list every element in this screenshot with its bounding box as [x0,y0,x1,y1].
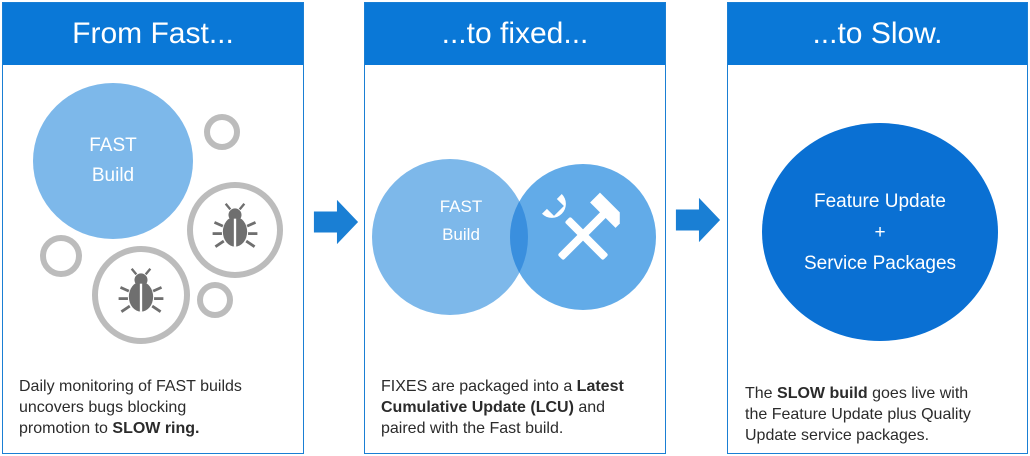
caption-line: uncovers bugs blocking [19,399,187,416]
arrow-right-icon [675,197,721,243]
caption-line: Update service packages. [745,427,930,444]
small-ring [40,235,82,277]
caption-text: The [745,385,778,402]
caption-line: Daily monitoring of FAST builds [19,378,242,395]
caption-to-slow: The SLOW build goes live with the Featur… [745,383,1025,446]
caption-text: FIXES are packaged into a [381,378,577,395]
fast-build-fix-venn [372,159,656,315]
bug-ring [92,246,190,344]
fast-build-label: FAST Build [411,193,511,249]
small-ring [197,282,233,318]
caption-from-fast: Daily monitoring of FAST builds uncovers… [19,376,299,439]
caption-bold-text: SLOW build [777,385,868,402]
caption-line: FIXES are packaged into a Latest [381,376,663,397]
caption-line: the Feature Update plus Quality [745,406,971,423]
fast-build-circle [372,159,528,315]
bug-icon [118,267,164,313]
slow-build-label-line3: Service Packages [803,252,957,274]
slow-build-label-line2: + [874,221,886,243]
slow-build-circle: Feature Update + Service Packages [762,123,998,341]
panel-header-to-fixed: ...to fixed... [365,3,665,65]
panel-header-from-fast: From Fast... [3,3,303,65]
caption-to-fixed: FIXES are packaged into a Latest Cumulat… [381,376,663,439]
bug-icon [212,202,258,248]
small-ring [204,114,240,150]
hammer-wrench-icon [541,192,620,260]
fast-build-label-line1: FAST [439,197,483,216]
caption-bold-text: SLOW ring. [112,420,200,437]
panel-to-slow: ...to Slow. Feature Update + Service Pac… [727,2,1028,454]
caption-line: Cumulative Update (LCU) and [381,397,663,418]
caption-line: promotion to SLOW ring. [19,418,299,439]
bug-ring [187,182,283,278]
panel-from-fast: From Fast... FAST Build [2,2,304,454]
fast-build-label-line1: FAST [89,135,137,156]
fast-build-label-line2: Build [442,225,480,244]
arrow-right-icon [313,199,359,245]
caption-line: The SLOW build goes live with [745,383,1025,404]
caption-text: goes live with [867,385,969,402]
slow-build-label-line1: Feature Update [813,190,946,212]
panel-header-to-slow: ...to Slow. [728,3,1027,65]
caption-text: and [573,399,606,416]
caption-bold-text: Latest [576,378,624,395]
panel-to-fixed: ...to fixed... FAST Build FIXES are pack… [364,2,666,454]
fast-build-circle: FAST Build [33,83,193,239]
fast-build-label-line2: Build [91,165,135,186]
caption-line: paired with the Fast build. [381,420,564,437]
caption-bold-text: Cumulative Update (LCU) [381,399,574,416]
caption-text: promotion to [19,420,113,437]
